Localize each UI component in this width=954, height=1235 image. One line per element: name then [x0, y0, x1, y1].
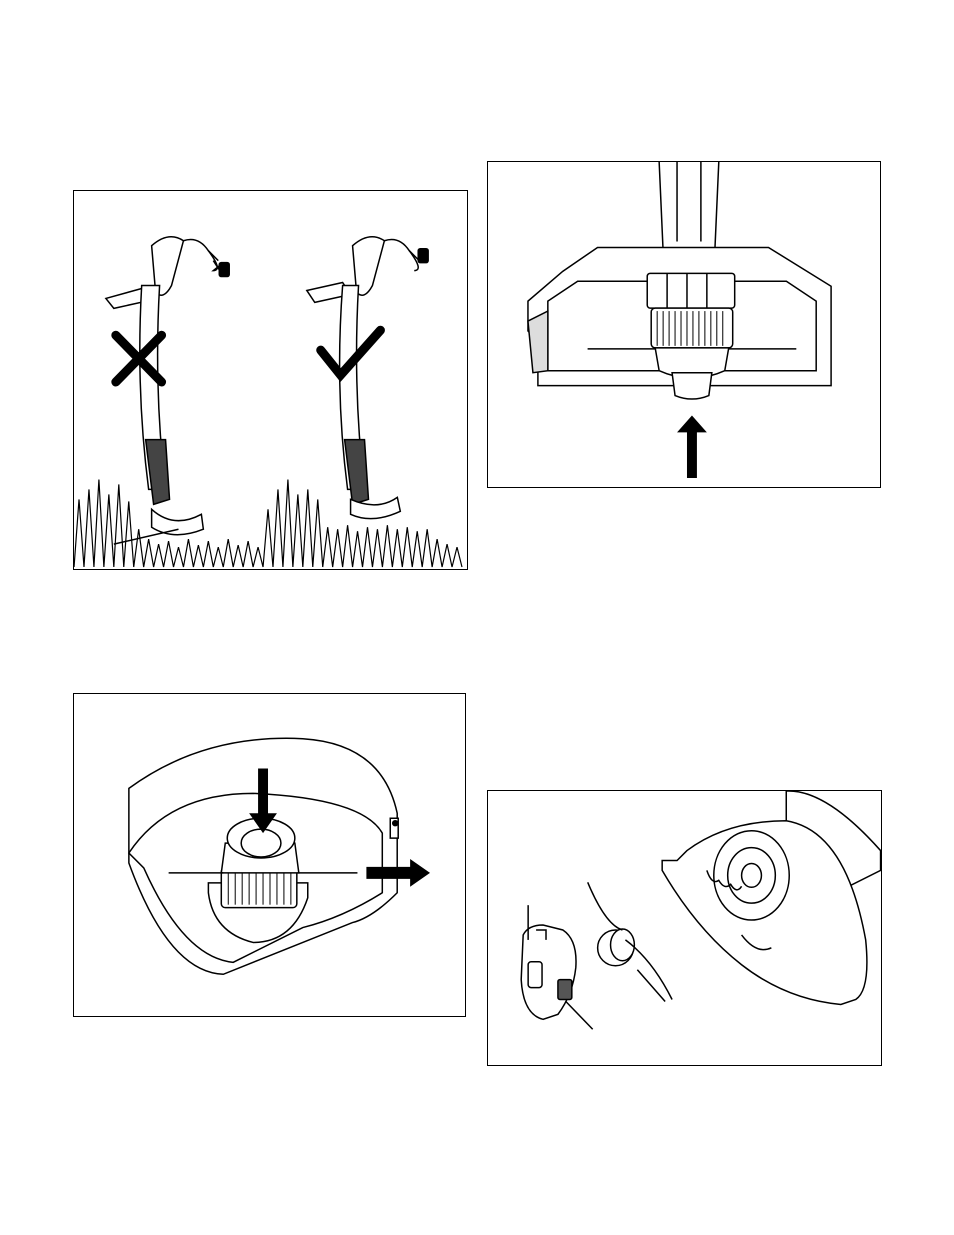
figure-spool-assembly [487, 790, 882, 1066]
trimmer-right [307, 237, 428, 519]
arrow-up-icon [677, 415, 707, 478]
spool-assembly-illustration [488, 791, 881, 1065]
trimmer-left [106, 237, 229, 544]
trimmer-head [528, 162, 831, 399]
figure-spool-push-up [487, 161, 881, 488]
press-and-pull-illustration [74, 694, 465, 1016]
figure-trimmer-angle [73, 190, 468, 570]
spool-push-up-illustration [488, 162, 880, 487]
spool [588, 882, 672, 1001]
spool-cap [521, 905, 592, 1029]
trimmer-housing [662, 791, 880, 1004]
grass-field [74, 479, 462, 567]
figure-press-and-pull [73, 693, 466, 1017]
trimmer-angle-illustration [74, 191, 467, 569]
